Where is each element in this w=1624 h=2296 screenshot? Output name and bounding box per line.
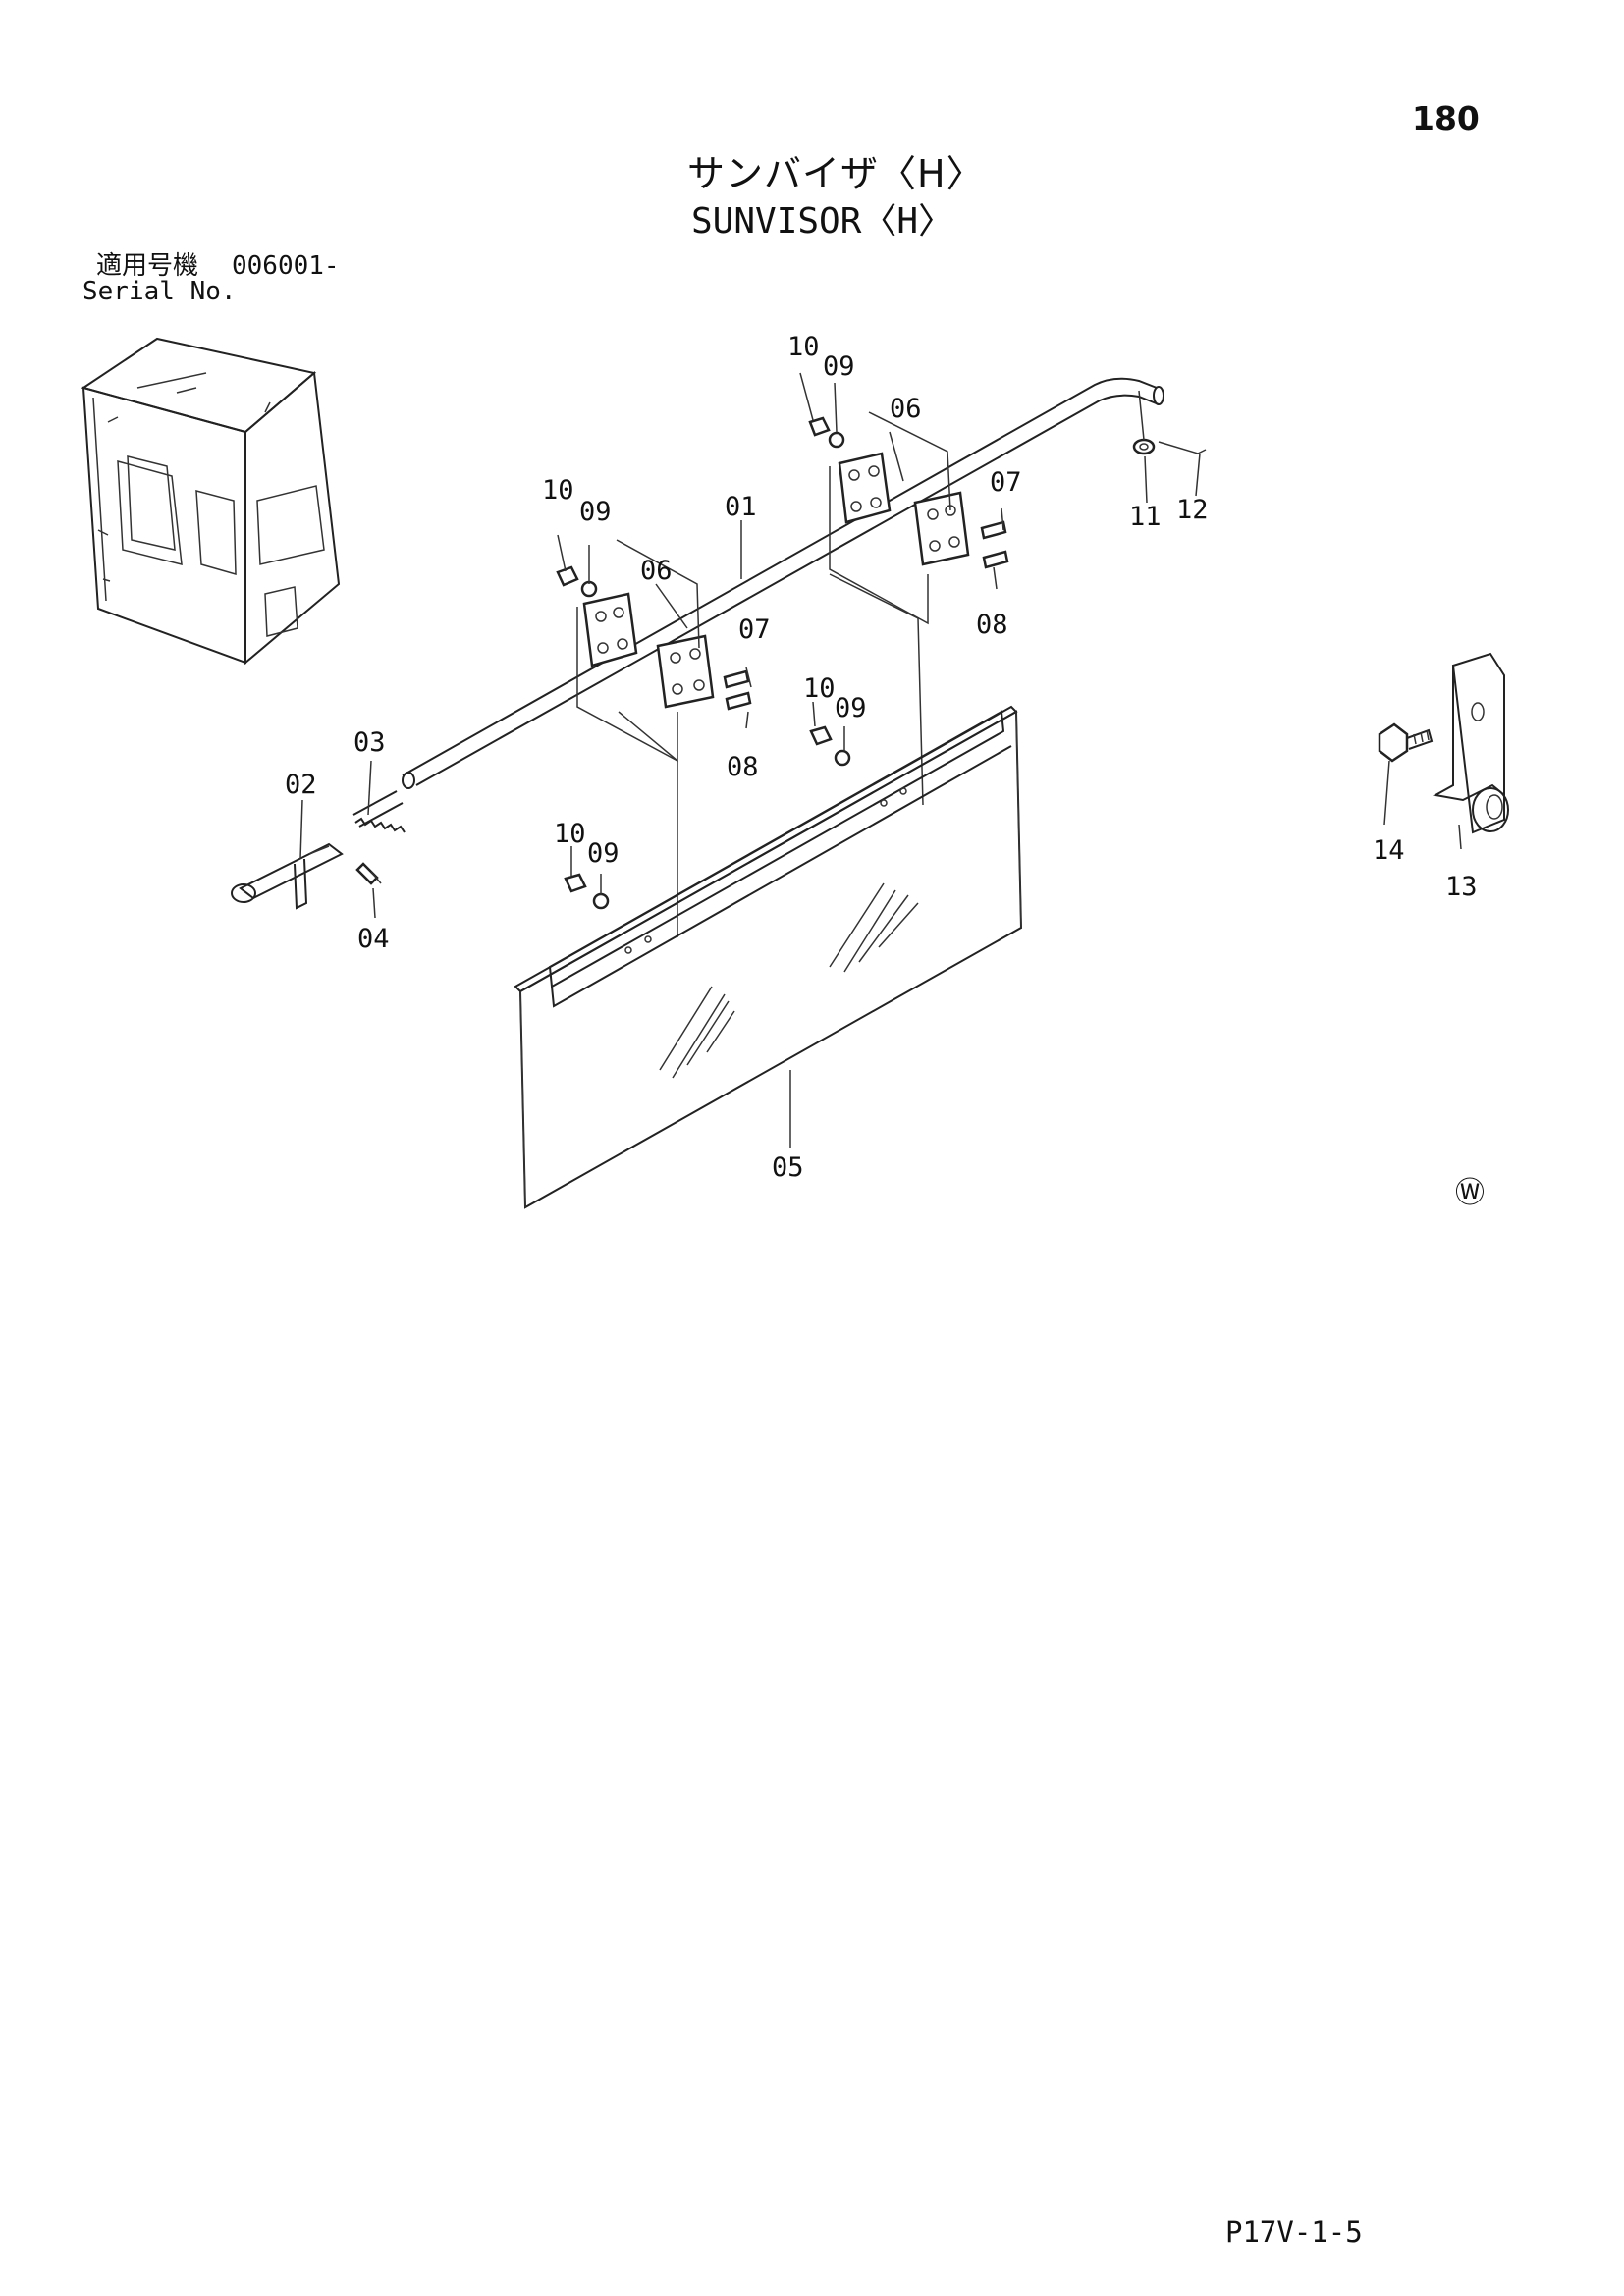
callout-06-left: 06	[640, 556, 673, 586]
callout-13: 13	[1445, 872, 1478, 902]
serial-label-en: Serial No.	[82, 277, 237, 306]
callout-10-c: 10	[803, 673, 836, 704]
hinge-group-left	[556, 539, 752, 937]
handle-assembly	[231, 790, 406, 910]
callout-10-d: 10	[554, 819, 586, 849]
serial-value: 006001-	[232, 251, 340, 281]
page-number: 180	[1412, 99, 1480, 137]
callout-09-d: 09	[587, 838, 620, 869]
callout-labels: 01 02 03 04 05 06 06 07 07 08 08 09 09 0…	[285, 332, 1478, 1183]
w-mark: Ⓦ	[1455, 1176, 1485, 1210]
callout-08-left: 08	[727, 752, 759, 782]
callout-05: 05	[772, 1152, 804, 1183]
callout-10-b: 10	[542, 475, 574, 506]
page-title-en: SUNVISOR〈H〉	[691, 201, 954, 241]
page-title-jp: サンバイザ〈H〉	[687, 152, 985, 195]
leader-lines	[299, 372, 1462, 1148]
rod-01	[402, 377, 1164, 789]
callout-09-c: 09	[835, 693, 867, 723]
callout-04: 04	[357, 924, 390, 954]
sunvisor-panel-05	[514, 705, 1023, 1209]
callout-07-left: 07	[738, 614, 771, 645]
callout-03: 03	[353, 727, 386, 758]
callout-11: 11	[1129, 502, 1162, 532]
callout-07-right: 07	[990, 467, 1022, 498]
callout-09-a: 09	[823, 351, 855, 382]
serial-label-jp: 適用号機	[96, 251, 199, 281]
bracket-13-bolt-14	[1378, 652, 1509, 834]
callout-01: 01	[725, 492, 757, 522]
rod-end-parts	[1132, 390, 1207, 455]
footer-code: P17V-1-5	[1225, 2216, 1363, 2249]
callout-02: 02	[285, 770, 317, 800]
hinge-group-right	[808, 411, 1009, 806]
callout-09-b: 09	[579, 497, 612, 527]
callout-06-right: 06	[890, 394, 922, 424]
cab-overview-illustration	[81, 337, 341, 666]
callout-12: 12	[1176, 495, 1209, 525]
callout-14: 14	[1373, 835, 1405, 866]
callout-10-a: 10	[787, 332, 820, 362]
callout-08-right: 08	[976, 610, 1008, 640]
